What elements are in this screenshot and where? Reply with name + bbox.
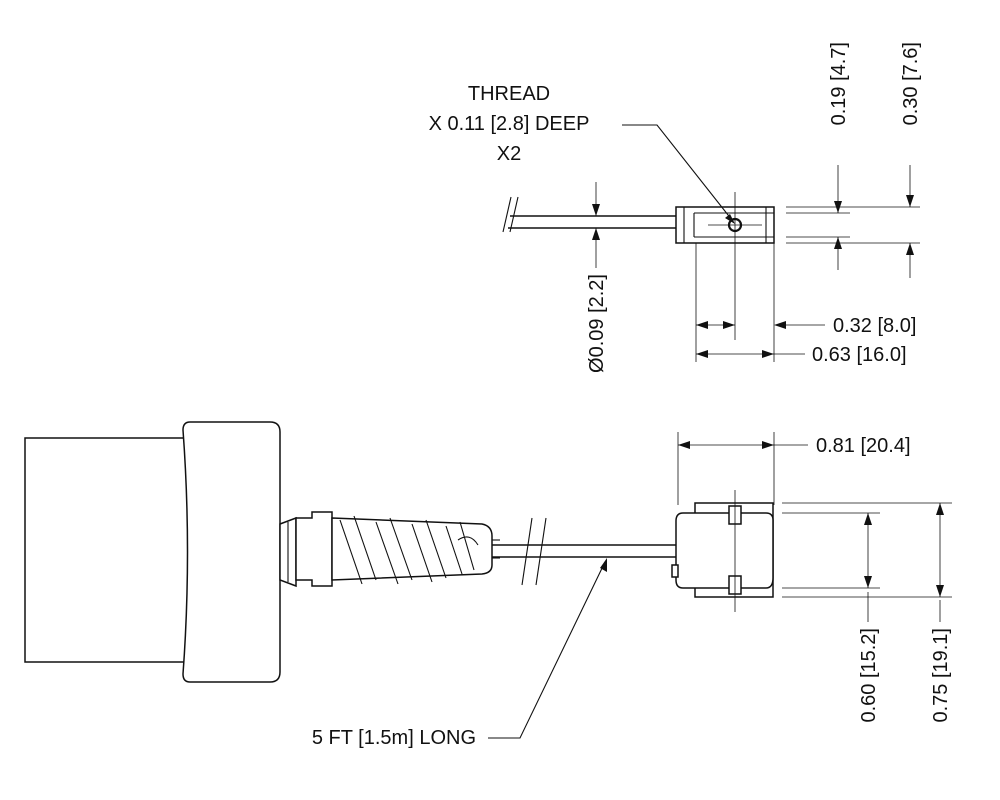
cable-diameter-dim: Ø0.09 [2.2]: [586, 274, 608, 373]
housing-rear: [24, 437, 201, 663]
break-mark: [509, 196, 519, 233]
inner-height-dim: 0.60 [15.2]: [858, 628, 880, 723]
dim-arrowhead: [906, 195, 914, 207]
strain-relief-base: [295, 511, 333, 587]
body-height-dim: 0.30 [7.6]: [900, 42, 922, 125]
dim-arrowhead: [592, 228, 600, 240]
dim-arrowhead: [864, 513, 872, 525]
leader-arrowhead: [725, 214, 735, 224]
hole-offset-dim: 0.32 [8.0]: [833, 315, 916, 337]
dim-arrowhead: [774, 321, 786, 329]
dim-arrowhead: [834, 201, 842, 213]
dim-arrowhead: [864, 576, 872, 588]
thread-callout-line3: X2: [497, 143, 521, 165]
spring-coils: [339, 515, 479, 585]
dim-arrowhead: [834, 237, 842, 249]
dim-arrowhead: [696, 350, 708, 358]
top-view: [502, 124, 920, 362]
dim-arrowhead: [936, 585, 944, 597]
slot-width-dim: 0.19 [4.7]: [828, 42, 850, 125]
outer-height-dim: 0.75 [19.1]: [930, 628, 952, 723]
dim-arrowhead: [723, 321, 735, 329]
labels: THREAD X 0.11 [2.8] DEEP X2 5 FT [1.5m] …: [312, 42, 952, 749]
cable-gland: [671, 564, 679, 578]
thread-callout-line1: THREAD: [468, 83, 550, 105]
side-view: [24, 421, 952, 739]
body-length-dim: 0.81 [20.4]: [816, 435, 911, 457]
sensor-body-side: [675, 512, 774, 589]
dim-arrowhead: [762, 441, 774, 449]
dim-arrowhead: [592, 204, 600, 216]
dim-arrowhead: [696, 321, 708, 329]
strain-relief-body: [331, 517, 493, 581]
cable-length-label: 5 FT [1.5m] LONG: [312, 727, 476, 749]
leader-arrowhead: [600, 558, 607, 572]
cable-length-leader: [488, 561, 606, 739]
dim-arrowhead: [678, 441, 690, 449]
break-mark: [521, 517, 533, 586]
break-mark: [502, 196, 512, 233]
body-width-dim: 0.63 [16.0]: [812, 344, 907, 366]
dim-arrowhead: [936, 503, 944, 515]
break-mark: [535, 517, 547, 586]
housing-cap: [182, 421, 281, 683]
dim-arrowhead: [906, 243, 914, 255]
thread-callout-line2: X 0.11 [2.8] DEEP: [429, 113, 590, 135]
thread-leader: [622, 124, 733, 221]
dim-arrowhead: [762, 350, 774, 358]
